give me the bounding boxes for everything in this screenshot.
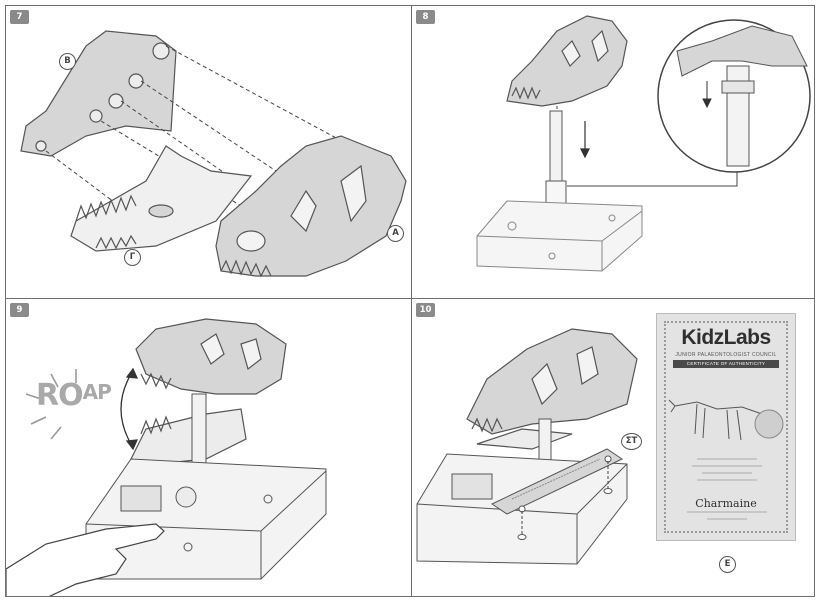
open-close-arrow xyxy=(121,369,137,449)
down-arrow xyxy=(581,121,589,157)
zoom-detail-circle xyxy=(658,20,810,172)
screw-hole xyxy=(518,535,526,540)
screw-hole xyxy=(604,489,612,494)
stand-base xyxy=(477,201,642,271)
step-10-panel: 10 ΣΤ xyxy=(411,298,815,597)
roar-sound-text: ROAP xyxy=(36,378,111,413)
certificate-text-lines xyxy=(687,459,767,519)
skull-open-jaw xyxy=(131,319,286,464)
callout-g: Γ xyxy=(124,249,141,266)
callout-st: ΣΤ xyxy=(621,433,642,450)
certificate: KidzLabs JUNIOR PALAEONTOLOGIST COUNCIL … xyxy=(656,313,796,541)
certificate-seal xyxy=(755,410,783,438)
certificate-skeleton xyxy=(669,400,762,440)
skull-model xyxy=(507,16,627,106)
skull-model xyxy=(467,329,637,449)
press-button-roar-illustration xyxy=(6,299,412,597)
callout-e: E xyxy=(719,556,736,573)
certificate-name: Charmaine xyxy=(657,497,795,510)
step-9-panel: 9 xyxy=(5,298,412,597)
jaw-piece-b xyxy=(21,31,176,156)
callout-a: A xyxy=(387,225,404,242)
skull-onto-stand-illustration xyxy=(412,6,815,299)
rod xyxy=(550,111,562,191)
skull-piece-a xyxy=(216,136,406,276)
step-8-panel: 8 xyxy=(411,5,815,299)
callout-b: B xyxy=(59,53,76,70)
step-7-panel: 7 xyxy=(5,5,412,299)
skull-assembly-illustration xyxy=(6,6,412,299)
